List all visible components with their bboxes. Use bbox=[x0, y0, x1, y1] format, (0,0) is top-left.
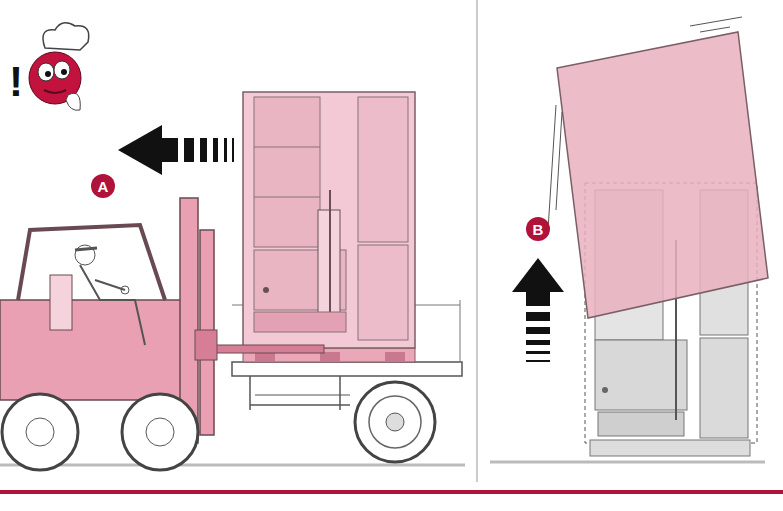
panel-divider bbox=[477, 0, 478, 482]
exclamation-mark: ! bbox=[9, 61, 23, 103]
callout-letter: A bbox=[98, 179, 109, 194]
callout-circle bbox=[526, 217, 550, 241]
bottom-band bbox=[0, 490, 783, 494]
callout-circle bbox=[91, 174, 115, 198]
callout-letter: B bbox=[533, 222, 544, 237]
lifted-cover bbox=[548, 17, 768, 318]
oven-unit bbox=[243, 92, 415, 348]
forklift bbox=[0, 198, 324, 470]
ground-line bbox=[0, 464, 465, 467]
lift-arrow bbox=[512, 258, 564, 362]
direction-arrow bbox=[118, 125, 234, 175]
ground-line bbox=[490, 461, 765, 464]
chef-mascot bbox=[29, 23, 89, 110]
